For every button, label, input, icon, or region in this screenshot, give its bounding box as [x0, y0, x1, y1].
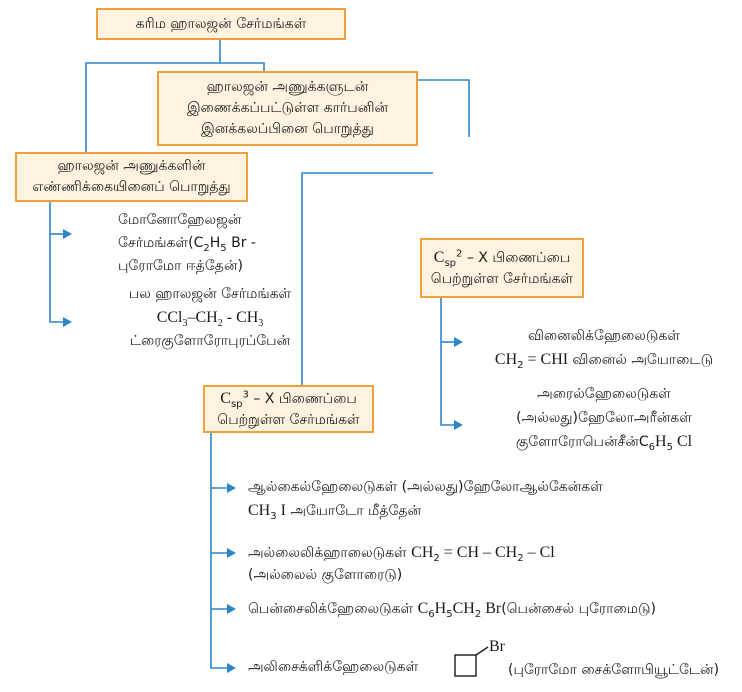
root-box: கரிம ஹாலஜன் சேர்மங்கள் [96, 8, 346, 40]
connector-root-count [85, 40, 221, 152]
alicyclic-label: அலிசைக்ளிக்ஹேலைடுகள் [248, 659, 419, 675]
category-carbon-box: ஹாலஜன் அணுக்களுடன் இணைக்கப்பட்டுள்ள கார்… [157, 71, 418, 146]
connector-sp3-trunk [210, 433, 228, 669]
arrow-allyl [227, 548, 236, 558]
alicyclic-name: (புரோமோ சைக்ளோபியூட்டேன்) [508, 662, 720, 678]
mono-line-1: மோனோஹேலஜன் [118, 212, 242, 228]
aryl-line-1: அரைல்ஹேலைடுகள் [537, 386, 671, 402]
mono-line-2: சேர்மங்கள்(C2H5 Br - [118, 235, 256, 254]
sp3-line-2: பெற்றுள்ள சேர்மங்கள் [217, 411, 360, 428]
connector-sp2-sp3 [301, 172, 433, 385]
arrow-alicyclic [227, 663, 236, 673]
arrow-vinyl [454, 337, 463, 347]
category-count-box: ஹாலஜன் அணுக்களின் எண்ணிக்கையினைப் பொறுத்… [15, 152, 248, 202]
connector-root-carbon [220, 62, 265, 71]
category-carbon-line-1: ஹாலஜன் அணுக்களுடன் [206, 79, 369, 95]
arrow-benzyl [227, 604, 236, 614]
aryl-line-3: குளோரோபென்சீன்C6H5 Cl [515, 433, 693, 453]
cyclobutane-bromide-structure [454, 646, 489, 677]
alkyl-line-1: ஆல்கைல்ஹேலைடுகள் (அல்லது)ஹேலோஆல்கேன்கள் [248, 479, 603, 495]
vinyl-line-2: CH2 = CHI வினைல் அயோடைடு [494, 351, 714, 371]
sp2-line-1: Csp2 – X பிணைப்பை [433, 247, 571, 269]
connector-count-trunk [49, 200, 65, 323]
category-carbon-line-2: இணைக்கப்பட்டுள்ள கார்பனின் [186, 100, 389, 116]
alkyl-line-2: CH3 I அயோடோ மீத்தேன் [248, 502, 422, 522]
arrow-alkyl [227, 483, 236, 493]
category-carbon-line-3: இனக்கலப்பினை பொறுத்து [201, 121, 374, 137]
benzyl-line: பென்சைலிக்ஹேலைடுகள் C6H5CH2 Br(பென்சைல் … [248, 600, 657, 620]
root-title: கரிம ஹாலஜன் சேர்மங்கள் [135, 15, 307, 32]
poly-line-1: பல ஹாலஜன் சேர்மங்கள் [128, 286, 292, 302]
connector-sp2-trunk [440, 298, 456, 426]
category-count-line-1: ஹாலஜன் அணுக்களின் [57, 158, 206, 174]
mono-line-3: புரோமோ ஈத்தேன்) [118, 258, 243, 274]
aryl-line-2: (அல்லது)ஹேலோஅரீன்கள் [516, 410, 692, 426]
sp2-line-2: பெற்றுள்ள சேர்மங்கள் [430, 270, 574, 287]
connector-carbon-right [418, 79, 470, 137]
sp3-box: Csp3 – X பிணைப்பை பெற்றுள்ள சேர்மங்கள் [203, 385, 374, 433]
vinyl-line-1: வினைலிக்ஹேலைடுகள் [527, 328, 681, 344]
sp3-line-1: Csp3 – X பிணைப்பை [220, 388, 357, 410]
allyl-line-2: (அல்லைல் குளோரைடு) [248, 567, 403, 583]
arrow-aryl [454, 420, 463, 430]
arrow-mono [63, 229, 72, 239]
arrow-poly [63, 317, 72, 327]
category-count-line-2: எண்ணிக்கையினைப் பொறுத்து [32, 179, 231, 195]
alicyclic-br-label: Br [489, 638, 505, 655]
poly-line-3: ட்ரைகுளோரோபுரப்பேன் [129, 333, 291, 349]
poly-formula: CCl3–CH2 - CH3 [156, 309, 264, 330]
sp2-box: Csp2 – X பிணைப்பை பெற்றுள்ள சேர்மங்கள் [420, 238, 584, 298]
allyl-line-1: அல்லைலிக்ஹாலைடுகள் CH2 = CH – CH2 – Cl [248, 544, 555, 564]
